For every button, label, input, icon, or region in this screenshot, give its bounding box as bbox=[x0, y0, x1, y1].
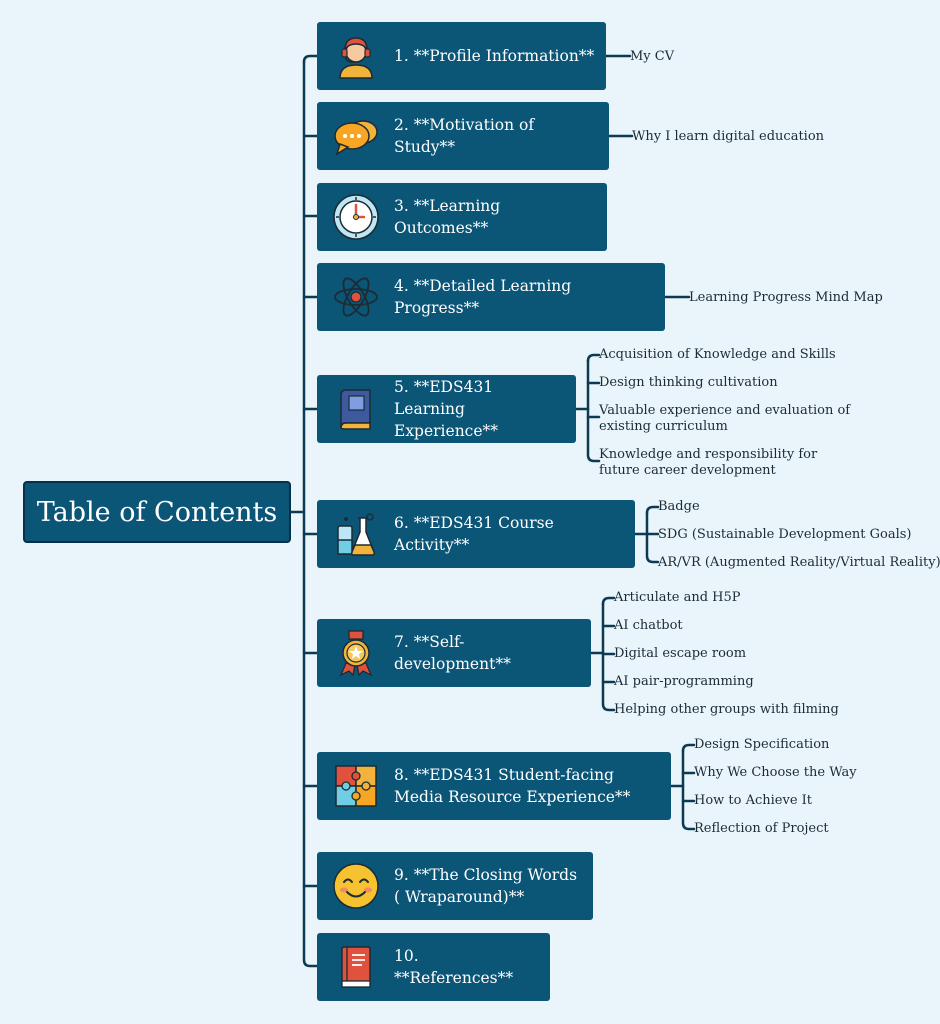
red-book-icon bbox=[341, 946, 371, 988]
puzzle-icon bbox=[335, 765, 377, 807]
leaf-my-cv[interactable]: My CV bbox=[630, 49, 675, 64]
leaf-acquisition-knowledge-skills[interactable]: Acquisition of Knowledge and Skills bbox=[599, 347, 836, 362]
atom-icon bbox=[334, 277, 378, 317]
leaf-valuable-experience[interactable]: Valuable experience and evaluation of ex… bbox=[599, 403, 851, 434]
topic-label: 7. **Self-development** bbox=[394, 633, 511, 673]
topic-label: 3. **Learning Outcomes** bbox=[394, 197, 501, 237]
topic-learning-outcomes[interactable]: 3. **Learning Outcomes** bbox=[317, 183, 607, 251]
topic-label: 5. **EDS431 Learning Experience** bbox=[394, 378, 499, 440]
leaf-ai-pair-programming[interactable]: AI pair-programming bbox=[614, 674, 754, 689]
leaf-design-thinking[interactable]: Design thinking cultivation bbox=[599, 375, 778, 390]
topic-label: 2. **Motivation of Study** bbox=[394, 116, 535, 156]
leaf-ar-vr[interactable]: AR/VR (Augmented Reality/Virtual Reality… bbox=[658, 555, 940, 570]
topic-closing-words[interactable]: 9. **The Closing Words ( Wraparound)** bbox=[317, 852, 593, 920]
topic-self-development[interactable]: 7. **Self-development** bbox=[317, 619, 591, 687]
topic-label: 8. **EDS431 Student-facing Media Resourc… bbox=[394, 766, 631, 806]
leaf-digital-escape-room[interactable]: Digital escape room bbox=[614, 646, 747, 661]
leaf-sdg[interactable]: SDG (Sustainable Development Goals) bbox=[658, 527, 912, 542]
leaf-badge[interactable]: Badge bbox=[658, 499, 700, 514]
speech-bubbles-icon bbox=[334, 120, 378, 156]
leaf-learning-progress-mind-map[interactable]: Learning Progress Mind Map bbox=[689, 290, 883, 305]
topic-label: 4. **Detailed Learning Progress** bbox=[394, 277, 572, 317]
topic-eds431-course-activity[interactable]: 6. **EDS431 Course Activity** bbox=[317, 500, 635, 568]
topic-eds431-learning-experience[interactable]: 5. **EDS431 Learning Experience** bbox=[317, 375, 576, 443]
topic-motivation-of-study[interactable]: 2. **Motivation of Study** bbox=[317, 102, 609, 170]
topic-detailed-learning-progress[interactable]: 4. **Detailed Learning Progress** bbox=[317, 263, 665, 331]
leaf-ai-chatbot[interactable]: AI chatbot bbox=[614, 618, 683, 633]
leaf-why-we-choose[interactable]: Why We Choose the Way bbox=[694, 765, 857, 780]
leaf-knowledge-responsibility[interactable]: Knowledge and responsibility for future … bbox=[599, 447, 818, 478]
chemistry-flask-icon bbox=[337, 513, 375, 556]
topic-label: 9. **The Closing Words ( Wraparound)** bbox=[394, 866, 578, 906]
clock-icon bbox=[333, 194, 379, 240]
topic-references[interactable]: 10. **References** bbox=[317, 933, 550, 1001]
topic-profile-information[interactable]: 1. **Profile Information** bbox=[317, 22, 606, 90]
topic-label: 10. **References** bbox=[394, 947, 514, 987]
headset-agent-icon bbox=[339, 37, 373, 79]
leaf-why-i-learn[interactable]: Why I learn digital education bbox=[632, 129, 825, 144]
topic-label: 6. **EDS431 Course Activity** bbox=[394, 514, 554, 554]
topic-label: 1. **Profile Information** bbox=[394, 47, 595, 65]
topic-student-facing-media[interactable]: 8. **EDS431 Student-facing Media Resourc… bbox=[317, 752, 671, 820]
root-topic[interactable]: Table of Contents bbox=[23, 481, 291, 543]
book-icon bbox=[340, 389, 371, 430]
leaf-how-to-achieve[interactable]: How to Achieve It bbox=[694, 793, 813, 808]
leaf-reflection-of-project[interactable]: Reflection of Project bbox=[694, 821, 829, 836]
smiley-face-icon bbox=[333, 863, 379, 909]
leaf-design-specification[interactable]: Design Specification bbox=[694, 737, 830, 752]
leaf-helping-filming[interactable]: Helping other groups with filming bbox=[614, 702, 839, 717]
root-title: Table of Contents bbox=[36, 496, 278, 528]
medal-icon bbox=[339, 630, 373, 677]
leaf-articulate-h5p[interactable]: Articulate and H5P bbox=[614, 590, 741, 605]
